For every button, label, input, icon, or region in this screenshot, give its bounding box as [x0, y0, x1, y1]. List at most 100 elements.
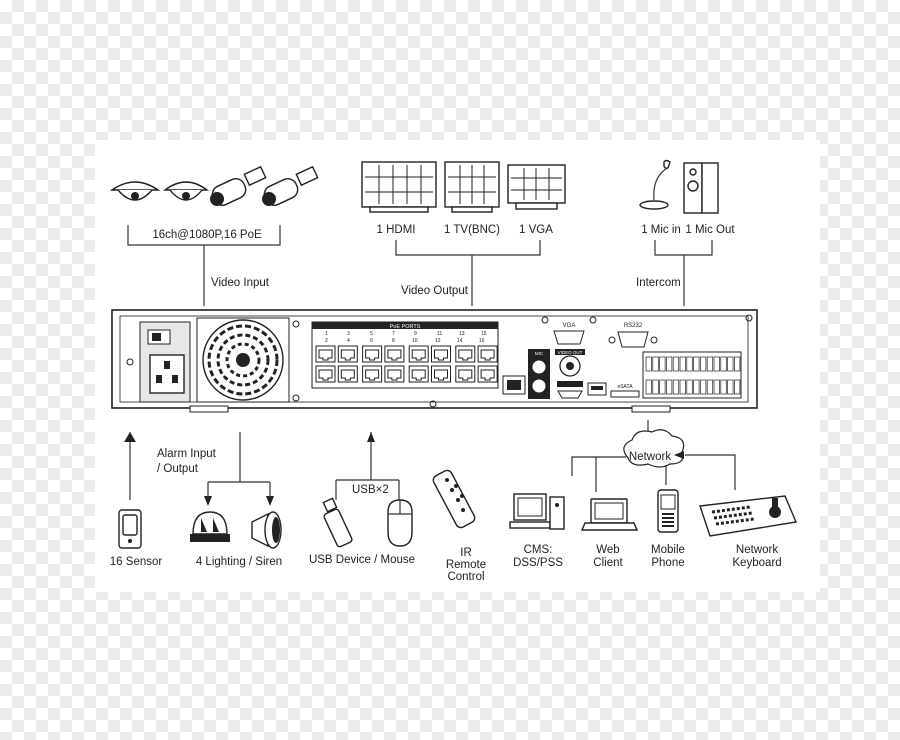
alarm-io-label-line1: Alarm Input: [157, 448, 217, 460]
siren-icon: [251, 511, 282, 549]
sensor-icon: [118, 509, 142, 549]
tv-bnc-label: 1 TV(BNC): [444, 224, 500, 236]
port-number: 10: [412, 338, 418, 344]
keyboard-arrow: [674, 451, 684, 459]
lighting-siren-label: 4 Lighting / Siren: [196, 556, 282, 568]
network-keyboard-label-line1: Network: [736, 544, 778, 556]
lan-port: [502, 375, 526, 395]
vga-port: VGA: [541, 316, 597, 345]
port-number: 11: [437, 331, 442, 337]
vga-monitor-icon: [507, 164, 566, 210]
video-out-port-label: VIDEO OUT: [558, 350, 583, 355]
network-keyboard-icon: [699, 495, 797, 537]
camera-spec-label: 16ch@1080P,16 PoE: [152, 229, 262, 241]
rj45-port: [315, 365, 336, 383]
ir-remote-icon: [432, 469, 476, 529]
port-number: 9: [414, 331, 417, 337]
tv-monitor-icon: [444, 161, 500, 213]
rs232-port: RS232: [608, 323, 658, 348]
network-cloud-icon: [623, 429, 685, 468]
dome-camera-icon: [162, 181, 210, 201]
ir-label-line3: Control: [447, 571, 484, 583]
video-input-label: Video Input: [211, 277, 270, 289]
lighting-arrow: [204, 496, 212, 506]
mic-ports: MIC: [528, 349, 550, 399]
usb-port: [587, 382, 607, 396]
rs232-port-label: RS232: [624, 323, 643, 329]
network-branch-lines: [571, 454, 736, 492]
mobile-phone-label-line2: Phone: [651, 557, 684, 569]
terminal-pin: [672, 379, 680, 395]
fan-icon: [196, 317, 290, 403]
port-number: 3: [347, 331, 350, 337]
web-client-label-line1: Web: [596, 544, 619, 556]
terminal-pin: [652, 379, 659, 395]
hdmi-label: 1 HDMI: [377, 224, 416, 236]
hdmi-monitor-icon: [361, 161, 437, 213]
network-keyboard-label-line2: Keyboard: [732, 557, 781, 569]
poe-ports-title: PoE PORTS: [390, 324, 421, 330]
terminal-pin: [693, 379, 700, 395]
microphone-icon: [639, 159, 671, 210]
monitor-bracket-line: [395, 240, 541, 256]
port-number: 14: [457, 338, 463, 344]
port-number: 7: [392, 331, 395, 337]
rj45-ports: [315, 345, 498, 383]
rj45-port: [455, 365, 476, 383]
terminal-pin: [652, 356, 659, 372]
siren-arrow: [266, 496, 274, 506]
vga-label: 1 VGA: [519, 224, 553, 236]
rj45-port: [384, 365, 405, 383]
terminal-pin: [645, 379, 652, 395]
hdmi-port: [557, 381, 583, 399]
terminal-pin: [700, 379, 707, 395]
speaker-icon: [683, 162, 719, 214]
terminal-pin: [679, 379, 686, 395]
cms-label-line2: DSS/PSS: [513, 557, 563, 569]
mic-port-label: MIC: [535, 351, 544, 356]
terminal-pin: [659, 356, 666, 372]
bullet-camera-icon: [210, 165, 267, 206]
rj45-port: [477, 365, 498, 383]
terminal-pin: [727, 356, 734, 372]
terminal-pin: [700, 356, 707, 372]
cms-label-line1: CMS:: [524, 544, 553, 556]
rj45-port: [477, 345, 498, 363]
port-number: 13: [459, 331, 465, 337]
terminal-pin: [713, 356, 720, 372]
alarm-io-label-line2: / Output: [157, 463, 199, 475]
laptop-icon: [580, 498, 639, 531]
rj45-port: [337, 345, 358, 363]
port-number: 4: [347, 338, 350, 344]
usb-drive-icon: [322, 497, 353, 548]
terminal-pin: [720, 379, 727, 395]
dome-camera-icon: [109, 181, 161, 201]
rj45-port: [362, 365, 383, 383]
terminal-pin: [706, 379, 714, 395]
rj45-port: [408, 345, 429, 363]
terminal-pin: [720, 356, 727, 372]
terminal-pin: [727, 379, 734, 395]
usb-count-label: USB×2: [352, 484, 389, 496]
port-number: 1: [325, 331, 328, 337]
vga-port-label: VGA: [563, 323, 576, 329]
mobile-phone-label-line1: Mobile: [651, 544, 685, 556]
sensor-arrow: [124, 432, 136, 442]
mobile-phone-icon: [657, 489, 679, 533]
rj45-port: [431, 365, 451, 383]
mic-out-label: 1 Mic Out: [685, 224, 735, 236]
terminal-pin: [666, 356, 673, 372]
terminal-pin: [693, 356, 700, 372]
rj45-port: [315, 345, 336, 363]
esata-port-label: eSATA: [617, 384, 633, 390]
terminal-pin: [679, 356, 686, 372]
web-client-label-line2: Client: [593, 557, 623, 569]
terminal-pin: [686, 356, 693, 372]
port-number: 12: [435, 338, 441, 344]
terminal-pin: [734, 379, 741, 395]
usb-arrow: [367, 432, 375, 442]
esata-port: eSATA: [610, 384, 640, 398]
port-number: 15: [481, 331, 487, 337]
alarm-output-line: [207, 432, 271, 502]
